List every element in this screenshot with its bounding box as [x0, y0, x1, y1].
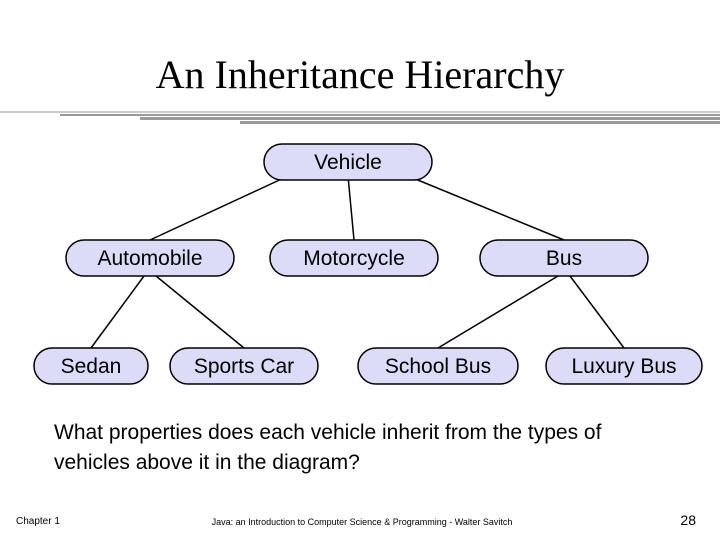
- node-label-automobile: Automobile: [97, 247, 202, 270]
- node-school-bus: School Bus: [357, 347, 519, 385]
- node-label-vehicle: Vehicle: [314, 151, 382, 174]
- edge-bus-luxury-bus: [569, 275, 625, 349]
- edge-automobile-sedan: [90, 275, 145, 349]
- node-label-sedan: Sedan: [61, 355, 122, 378]
- footer-page-number: 28: [680, 512, 696, 528]
- node-shape-sedan: [33, 347, 149, 385]
- tree-edges: [90, 175, 625, 349]
- node-luxury-bus: Luxury Bus: [545, 347, 703, 385]
- node-shape-luxury-bus: [545, 347, 703, 385]
- node-shape-bus: [479, 239, 649, 277]
- node-label-sports-car: Sports Car: [194, 355, 294, 378]
- title-rule: [0, 111, 720, 125]
- node-vehicle: Vehicle: [263, 143, 433, 181]
- node-shape-motorcycle: [269, 239, 439, 277]
- edge-automobile-sports-car: [155, 275, 245, 349]
- node-sedan: Sedan: [33, 347, 149, 385]
- node-bus: Bus: [479, 239, 649, 277]
- node-sports-car: Sports Car: [169, 347, 319, 385]
- node-label-luxury-bus: Luxury Bus: [571, 355, 676, 378]
- edge-vehicle-automobile: [149, 175, 289, 241]
- node-shape-vehicle: [263, 143, 433, 181]
- node-shape-sports-car: [169, 347, 319, 385]
- node-label-school-bus: School Bus: [385, 355, 491, 378]
- node-shape-school-bus: [357, 347, 519, 385]
- node-label-motorcycle: Motorcycle: [303, 247, 405, 270]
- question-text: What properties does each vehicle inheri…: [54, 421, 602, 474]
- node-motorcycle: Motorcycle: [269, 239, 439, 277]
- edge-vehicle-motorcycle: [347, 175, 355, 241]
- title-rule-lines: [0, 111, 720, 124]
- footer-chapter: Chapter 1: [16, 516, 60, 527]
- footer-book-title: Java: an Introduction to Computer Scienc…: [211, 517, 513, 527]
- node-label-bus: Bus: [546, 247, 582, 270]
- edge-vehicle-bus: [407, 175, 565, 241]
- node-automobile: Automobile: [65, 239, 235, 277]
- slide-title: An Inheritance Hierarchy: [155, 52, 565, 97]
- edge-bus-school-bus: [437, 275, 559, 349]
- node-shape-automobile: [65, 239, 235, 277]
